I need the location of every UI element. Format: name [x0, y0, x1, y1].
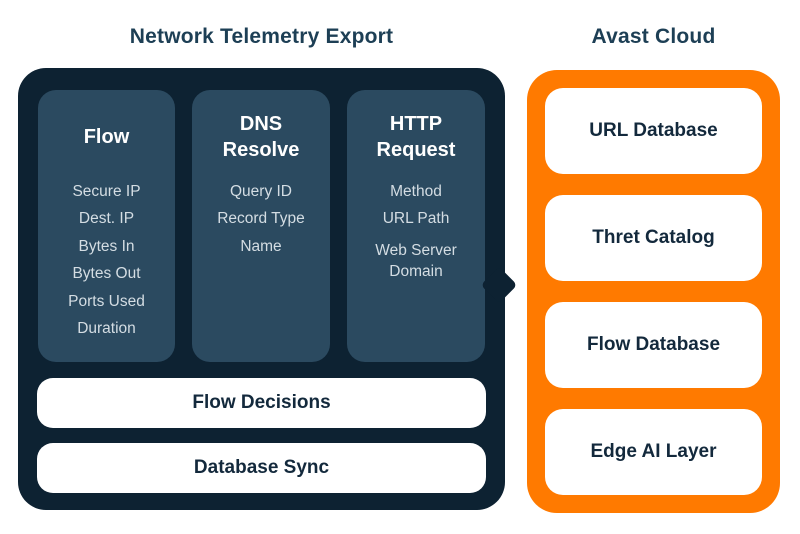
- flow-decisions-bar: Flow Decisions: [37, 378, 486, 428]
- telemetry-panel-title: Network Telemetry Export: [129, 25, 394, 48]
- database-sync-bar: Database Sync: [37, 443, 486, 493]
- cloud-box-url-database: URL Database: [545, 88, 762, 174]
- column-item: URL Path: [382, 210, 450, 228]
- column-dns-resolve-items: Query ID Record Type Name: [192, 178, 330, 261]
- column-item: Bytes In: [78, 237, 135, 255]
- column-item: Ports Used: [68, 292, 145, 310]
- column-http-request: HTTP Request Method URL Path Web Server …: [347, 90, 485, 362]
- cloud-box-flow-database: Flow Database: [545, 302, 762, 388]
- cloud-box-edge-ai-layer: Edge AI Layer: [545, 409, 762, 495]
- column-item: Record Type: [217, 210, 305, 228]
- cloud-panel: URL Database Thret Catalog Flow Database…: [527, 70, 780, 513]
- column-http-request-header: HTTP Request: [376, 113, 456, 161]
- column-item: Query ID: [229, 182, 292, 200]
- column-flow-items: Secure IP Dest. IP Bytes In Bytes Out Po…: [38, 178, 175, 343]
- column-dns-resolve: DNS Resolve Query ID Record Type Name: [192, 90, 330, 362]
- cloud-panel-title: Avast Cloud: [591, 25, 716, 48]
- column-http-request-items: Method URL Path Web Server Domain: [347, 178, 485, 282]
- column-item: Web Server Domain: [375, 242, 457, 280]
- column-item: Bytes Out: [72, 265, 141, 283]
- column-flow-header: Flow: [83, 126, 130, 148]
- telemetry-panel: Flow Secure IP Dest. IP Bytes In Bytes O…: [18, 68, 505, 510]
- column-flow: Flow Secure IP Dest. IP Bytes In Bytes O…: [38, 90, 175, 362]
- column-item: Name: [240, 237, 282, 255]
- column-item: Dest. IP: [78, 210, 135, 228]
- cloud-box-threat-catalog: Thret Catalog: [545, 195, 762, 281]
- column-item: Secure IP: [72, 182, 141, 200]
- column-item: Duration: [77, 320, 136, 338]
- column-item: Method: [390, 182, 442, 200]
- column-dns-resolve-header: DNS Resolve: [222, 113, 300, 161]
